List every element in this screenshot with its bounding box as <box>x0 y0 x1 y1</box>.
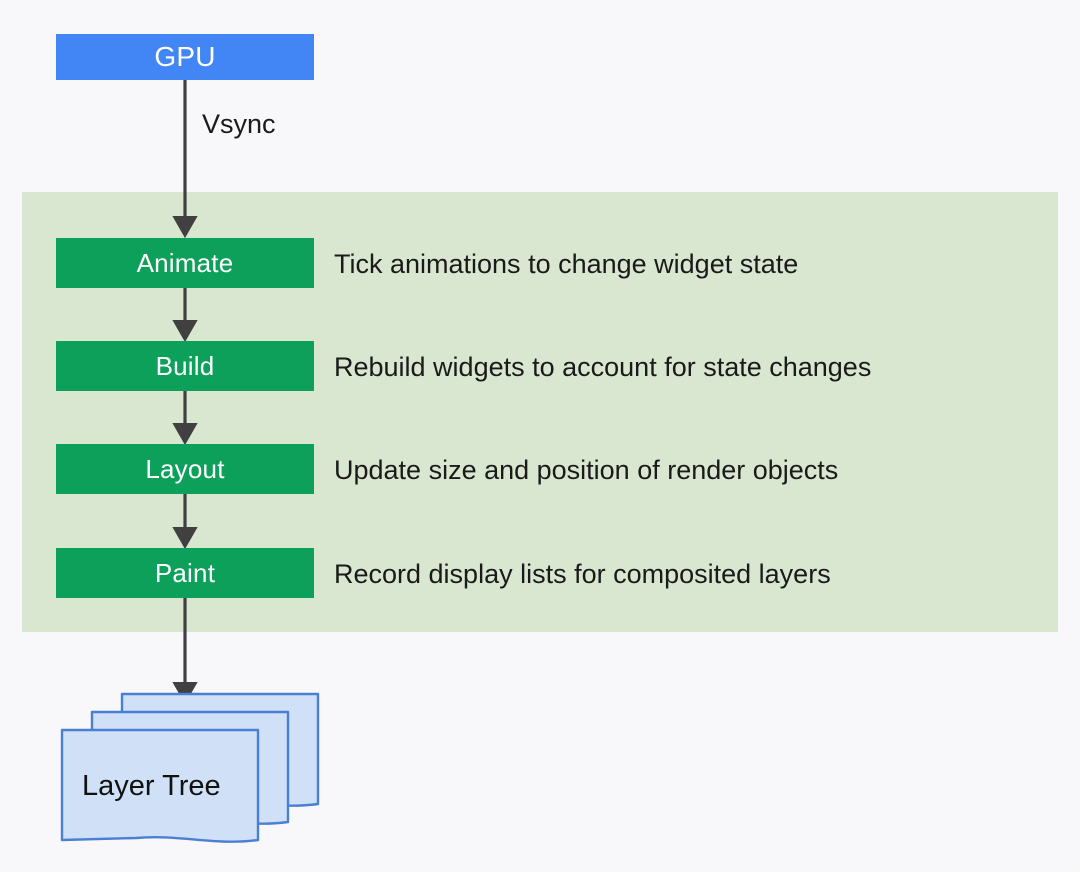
node-animate[interactable]: Animate <box>56 238 314 288</box>
description-build: Rebuild widgets to account for state cha… <box>334 352 872 382</box>
node-build[interactable]: Build <box>56 341 314 391</box>
layer-sheet-front <box>60 728 260 843</box>
edge-label-vsync: Vsync <box>202 109 276 139</box>
node-layer-tree-label: Layer Tree <box>82 770 221 802</box>
node-gpu[interactable]: GPU <box>56 34 314 80</box>
description-paint: Record display lists for composited laye… <box>334 559 831 589</box>
description-animate: Tick animations to change widget state <box>334 249 799 279</box>
node-layer-tree[interactable] <box>60 692 320 857</box>
node-paint[interactable]: Paint <box>56 548 314 598</box>
description-layout: Update size and position of render objec… <box>334 455 839 485</box>
node-layout[interactable]: Layout <box>56 444 314 494</box>
